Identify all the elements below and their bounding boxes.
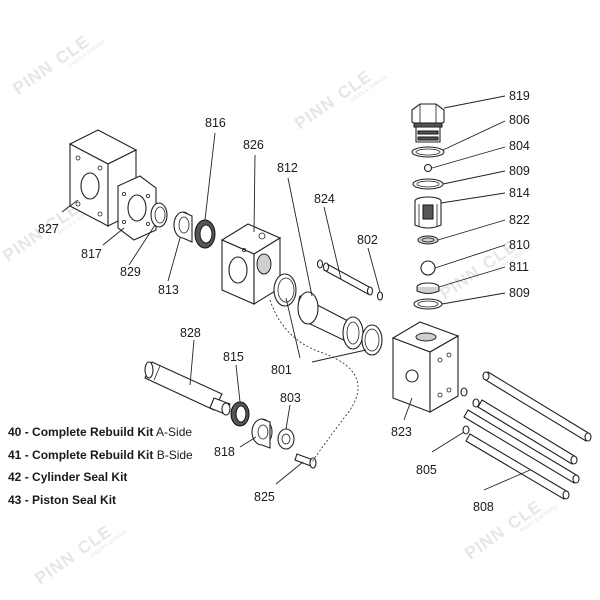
part-819-plug (411, 103, 445, 143)
kit-number: 41 (8, 447, 22, 462)
callout-824: 824 (314, 192, 335, 206)
legend-item-kit-40: 40 - Complete Rebuild Kit A-Side (8, 425, 193, 439)
legend-item-kit-43: 43 - Piston Seal Kit (8, 492, 117, 507)
callout-828: 828 (180, 326, 201, 340)
callout-803: 803 (280, 391, 301, 405)
part-815-seal (230, 401, 250, 427)
part-811-seat (416, 282, 440, 294)
kit-side: A-Side (153, 425, 193, 439)
part-810-ball (420, 260, 436, 276)
svg-text:PINN: PINN (9, 57, 56, 98)
callout-labels: 819 806 804 809 814 822 810 811 809 816 … (38, 89, 530, 514)
part-808-tie-rods (463, 371, 592, 500)
kit-number: 40 (8, 425, 22, 439)
part-822-seat (417, 235, 439, 245)
callout-825: 825 (254, 490, 275, 504)
part-801-oring-left (273, 273, 297, 307)
callout-809-top: 809 (509, 164, 530, 178)
callout-805: 805 (416, 463, 437, 477)
svg-text:PINN: PINN (31, 547, 78, 588)
part-812-cylinder (297, 291, 364, 350)
callout-826: 826 (243, 138, 264, 152)
callout-806: 806 (509, 113, 530, 127)
callout-808: 808 (473, 500, 494, 514)
part-825-bolt (294, 453, 317, 469)
callout-809-bottom: 809 (509, 286, 530, 300)
legend-item-kit-42: 42 - Cylinder Seal Kit (8, 470, 128, 484)
kit-number: 43 (8, 492, 22, 507)
callout-801: 801 (271, 363, 292, 377)
callout-810: 810 (509, 238, 530, 252)
kit-legend: 40 - Complete Rebuild Kit A-Side 41 - Co… (8, 421, 268, 511)
callout-813: 813 (158, 283, 179, 297)
kit-name: Cylinder Seal Kit (32, 470, 128, 484)
watermark-logo-1: PINN CLE SALES & SERVICE (9, 32, 107, 99)
svg-text:PINN: PINN (461, 522, 508, 563)
part-806-oring (411, 146, 445, 158)
callout-817: 817 (81, 247, 102, 261)
part-805-washers (460, 371, 490, 435)
kit-name: Complete Rebuild Kit (32, 425, 154, 439)
kit-number: 42 (8, 470, 22, 484)
legend-item-kit-41: 41 - Complete Rebuild Kit B-Side (8, 447, 193, 462)
callout-827: 827 (38, 222, 59, 236)
part-801-oring-right (361, 324, 383, 356)
callout-819: 819 (509, 89, 530, 103)
part-804-ball (423, 163, 433, 173)
callout-829: 829 (120, 265, 141, 279)
part-829-seal (150, 202, 168, 228)
callout-802: 802 (357, 233, 378, 247)
part-809-ring-top (412, 178, 444, 190)
callout-812: 812 (277, 161, 298, 175)
callout-818: 818 (214, 445, 235, 459)
part-823-manifold (391, 321, 460, 413)
leader-lines (61, 95, 531, 491)
part-803-washer (277, 428, 295, 450)
svg-text:PINN: PINN (291, 92, 338, 133)
svg-text:PINN: PINN (436, 262, 483, 303)
callout-815: 815 (223, 350, 244, 364)
watermark-logo-5: PINN CLE SALES & SERVICE (31, 522, 129, 589)
callout-822: 822 (509, 213, 530, 227)
callout-823: 823 (391, 425, 412, 439)
part-816-packing (194, 219, 216, 249)
part-828-piston (144, 361, 231, 416)
part-826-body (220, 223, 282, 305)
kit-side: B-Side (153, 447, 193, 462)
callout-811: 811 (509, 260, 529, 274)
callout-804: 804 (509, 139, 530, 153)
callout-816: 816 (205, 116, 226, 130)
part-809-ring-bottom (413, 298, 443, 310)
part-814-cage (414, 196, 442, 229)
part-813-bushing (173, 211, 193, 243)
kit-name: Piston Seal Kit (32, 492, 117, 507)
kit-name: Complete Rebuild Kit (32, 447, 154, 462)
watermark-logo-4: PINN CLE SALES & SERVICE (291, 67, 389, 134)
callout-814: 814 (509, 186, 530, 200)
part-818-nut (251, 418, 273, 449)
alignment-dashed-line (269, 299, 359, 463)
part-824-rod (322, 262, 374, 296)
part-817-gasket (117, 175, 157, 241)
